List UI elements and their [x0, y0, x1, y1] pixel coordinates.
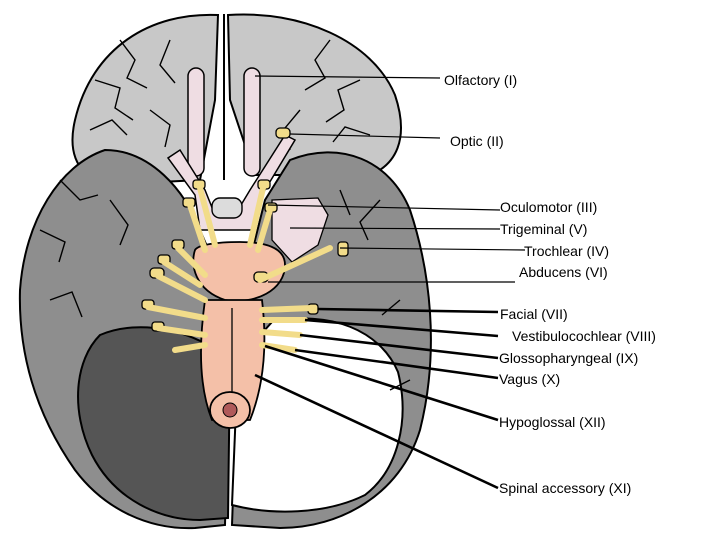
label-vestibulocochlear: Vestibulocochlear (VIII) [512, 328, 656, 344]
olfactory-tract-left [187, 67, 205, 177]
label-abducens: Abducens (VI) [519, 264, 608, 280]
label-olfactory: Olfactory (I) [444, 72, 518, 88]
label-vagus: Vagus (X) [499, 371, 561, 387]
right-cerebellum-window [230, 317, 404, 513]
leader-lines-bold [254, 307, 499, 490]
label-spinal-accessory: Spinal accessory (XI) [499, 480, 632, 496]
leader-lines [254, 75, 526, 283]
label-trochlear: Trochlear (IV) [524, 243, 610, 259]
label-trigeminal: Trigeminal (V) [500, 221, 588, 237]
label-glossopharyngeal: Glossopharyngeal (IX) [499, 350, 639, 366]
nerve-strands [145, 185, 333, 353]
label-facial: Facial (VII) [500, 306, 568, 322]
label-hypoglossal: Hypoglossal (XII) [499, 414, 606, 430]
label-optic: Optic (II) [450, 133, 504, 149]
olfactory-tract-right [243, 67, 261, 177]
label-oculomotor: Oculomotor (III) [500, 199, 598, 215]
